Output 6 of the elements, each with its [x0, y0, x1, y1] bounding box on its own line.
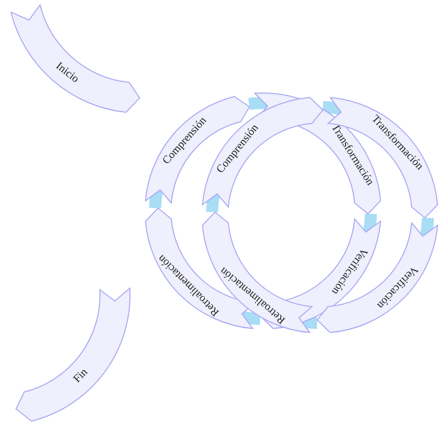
curved-arrow-segment	[316, 222, 438, 334]
curved-arrow-segment	[9, 3, 141, 114]
curved-arrow-segment	[15, 287, 131, 423]
connector-band	[248, 97, 268, 110]
curved-arrow-segment	[327, 96, 438, 219]
step-label: Fin	[72, 367, 90, 386]
